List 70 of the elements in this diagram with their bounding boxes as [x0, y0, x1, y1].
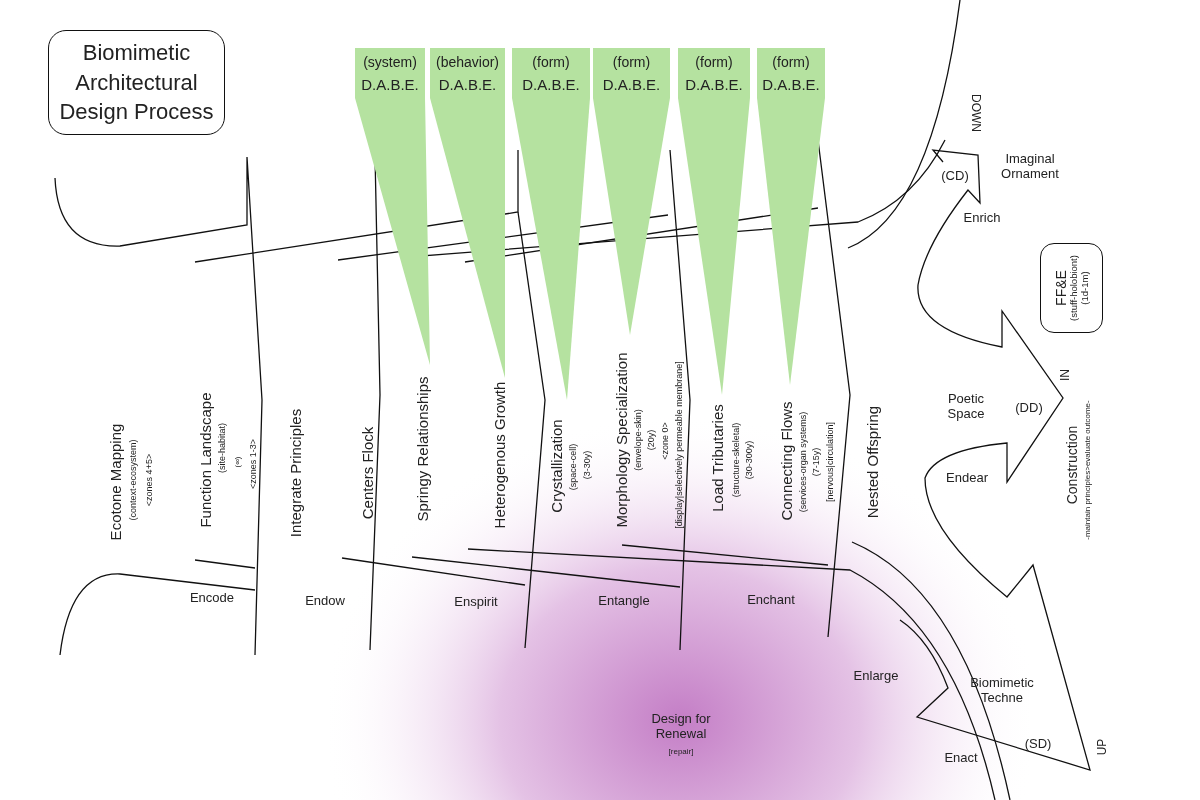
vertical-label: DOWN	[968, 94, 982, 132]
vertical-label: <zone 0>	[659, 422, 671, 460]
note-heading: FF&E	[1053, 269, 1069, 308]
dabe-wedge	[355, 48, 430, 365]
label-text: Endear	[946, 470, 988, 486]
vertical-label: Heterogenous Growth	[491, 381, 509, 529]
dabe-label: D.A.B.E.	[761, 76, 821, 93]
vertical-label: (space-cell)	[567, 443, 579, 491]
category-label: (form)	[694, 54, 734, 70]
category-label: (form)	[611, 54, 652, 70]
note-box	[1040, 243, 1103, 333]
category-label: (form)	[771, 54, 811, 70]
vertical-label: IN	[1059, 369, 1073, 381]
label-text: Encode	[189, 590, 235, 606]
vertical-label: Construction	[1063, 425, 1081, 505]
vertical-label: <zones 4+5>	[143, 453, 155, 507]
vertical-label: [nervous|circulation]	[824, 422, 836, 502]
vertical-label: Load Tributaries	[709, 404, 727, 512]
label-text: Enrich	[963, 210, 1001, 226]
label-text: (DD)	[1015, 400, 1043, 416]
vertical-label: (structure-skeletal)	[730, 422, 742, 498]
vertical-label: [display|selectively permeable membrane]	[673, 361, 685, 529]
category-label: (behavior)	[435, 54, 500, 70]
vertical-label: (∞)	[233, 456, 243, 468]
vertical-label: Morphology Specialization	[613, 352, 631, 528]
dabe-label: D.A.B.E.	[521, 76, 581, 93]
label-text: Enchant	[747, 592, 795, 608]
note-detail: (1d-1m)	[1079, 271, 1090, 305]
label-text: Enlarge	[853, 668, 899, 684]
dabe-label: D.A.B.E.	[601, 76, 662, 93]
label-text: Enspirit	[454, 594, 498, 610]
vertical-label: (3-30y)	[581, 450, 593, 480]
vertical-label: Springy Relationships	[414, 376, 432, 522]
note-detail: (stuff-holobiont)	[1068, 255, 1080, 321]
vertical-label: (30-300y)	[743, 440, 755, 480]
vertical-label: (site-habitat)	[216, 423, 228, 473]
vertical-label: (services-organ systems)	[797, 411, 809, 513]
vertical-label: Crystallization	[548, 419, 566, 513]
dabe-wedge	[430, 48, 505, 378]
label-text: Endow	[305, 593, 345, 609]
label-text: (SD)	[1024, 736, 1052, 752]
dabe-wedge	[593, 48, 670, 335]
vertical-label: -maintain principles>evaluate outcome-	[1083, 400, 1093, 540]
vertical-label: (envelope-skin)	[632, 409, 644, 471]
dabe-wedge	[512, 48, 590, 400]
label-text: Enact	[944, 750, 978, 766]
dabe-label: D.A.B.E.	[684, 76, 744, 93]
dabe-label: D.A.B.E.	[437, 76, 498, 93]
dabe-label: D.A.B.E.	[360, 76, 420, 93]
vertical-label: Nested Offspring	[864, 405, 882, 519]
label-text: [repair]	[668, 747, 694, 757]
vertical-label: Centers Flock	[359, 426, 377, 520]
category-label: (form)	[531, 54, 571, 70]
label-text: (CD)	[941, 168, 969, 184]
vertical-label: (7-15y)	[810, 447, 822, 477]
vertical-label: Ecotone Mapping	[107, 423, 125, 541]
label-text: Entangle	[598, 593, 650, 609]
vertical-label: Function Landscape	[197, 392, 215, 528]
category-label: (system)	[362, 54, 418, 70]
vertical-label: (20y)	[645, 429, 657, 451]
vertical-label: Integrate Principles	[287, 408, 305, 538]
label-text: Imaginal Ornament	[1000, 152, 1060, 182]
title-text: Biomimetic Architectural Design Process	[58, 38, 215, 127]
vertical-label: (context-ecosystem)	[127, 439, 139, 521]
title-box	[48, 30, 225, 135]
vertical-label: <zones 1-3>	[247, 439, 259, 489]
vertical-label: UP	[1096, 738, 1110, 756]
label-text: Design for Renewal	[650, 712, 712, 742]
vertical-label: Connecting Flows	[778, 401, 796, 521]
label-text: Poetic Space	[946, 392, 986, 422]
